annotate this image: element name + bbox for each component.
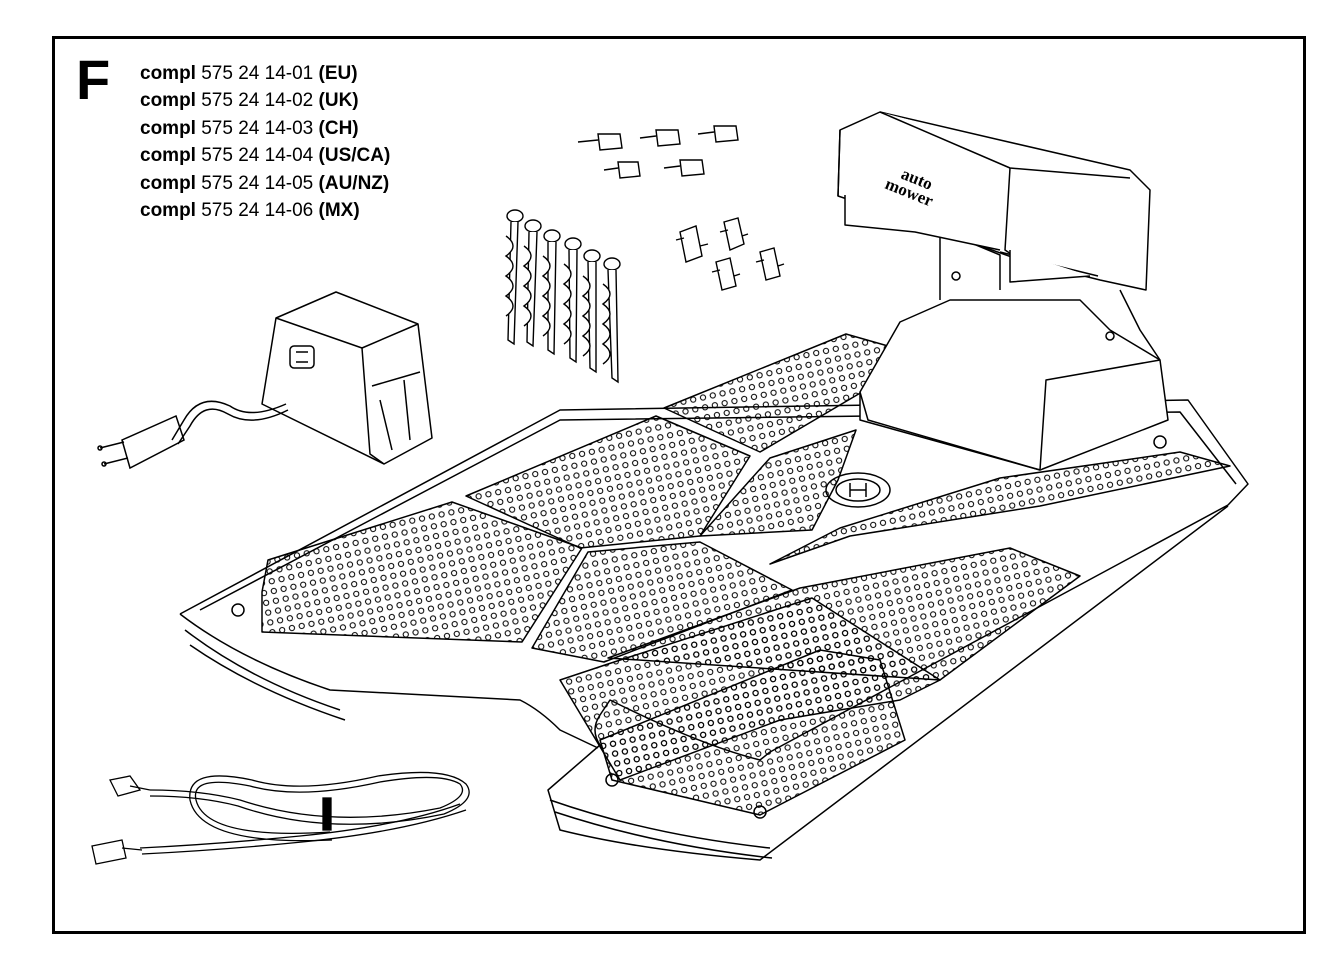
diagram-frame — [52, 36, 1306, 934]
part-row: compl 575 24 14-04 (US/CA) — [140, 145, 391, 167]
cable-connectors — [577, 125, 739, 179]
part-row: compl 575 24 14-06 (MX) — [140, 199, 360, 221]
charging-station-hood — [837, 111, 1151, 291]
extension-cable-coil — [91, 771, 470, 865]
section-letter: F — [76, 48, 111, 111]
brand-logo-badge — [825, 472, 891, 508]
charging-station-tower — [859, 229, 1169, 471]
terminal-clips — [675, 217, 785, 291]
part-row: compl 575 24 14-05 (AU/NZ) — [140, 172, 390, 194]
grip-panels — [261, 333, 1231, 816]
mains-plug-cord — [97, 400, 289, 470]
part-row: compl 575 24 14-03 (CH) — [140, 117, 359, 139]
part-row: compl 575 24 14-02 (UK) — [140, 90, 359, 112]
ground-anchor-pegs — [504, 209, 621, 384]
parts-list: compl 575 24 14-01 (EU) compl 575 24 14-… — [140, 60, 390, 224]
power-supply-transformer — [261, 291, 433, 465]
part-row: compl 575 24 14-01 (EU) — [140, 63, 358, 84]
